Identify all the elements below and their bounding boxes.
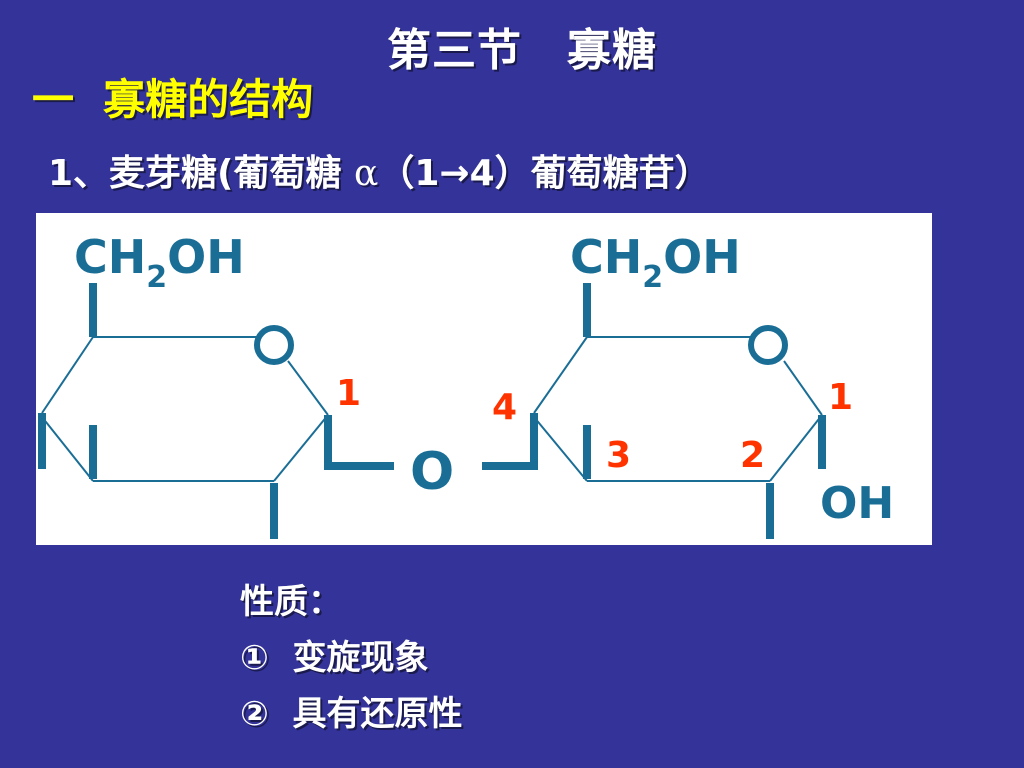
left-ch-text: CH bbox=[74, 230, 146, 284]
left-ring-bonds bbox=[38, 283, 394, 539]
left-oh-text: OH bbox=[167, 230, 245, 284]
left-ring-oxygen bbox=[254, 325, 294, 365]
right-subscript-2: 2 bbox=[642, 260, 663, 295]
anomeric-oh-label: OH bbox=[820, 478, 894, 529]
right-carbon-4-label: 4 bbox=[492, 387, 517, 428]
left-c4-c3-bond bbox=[41, 416, 94, 482]
right-ch-text: CH bbox=[570, 230, 642, 284]
alpha-symbol: α bbox=[354, 153, 379, 194]
left-subscript-2: 2 bbox=[146, 260, 167, 295]
right-carbon-1-label: 1 bbox=[828, 377, 853, 418]
right-ring-bonds bbox=[482, 283, 826, 539]
right-c4-c3-bond bbox=[533, 416, 588, 482]
right-ch2oh-label: CH2OH bbox=[570, 230, 741, 295]
right-carbon-2-label: 2 bbox=[740, 435, 765, 476]
glycosidic-oxygen-label: O bbox=[410, 442, 454, 502]
right-c2-c1-bond bbox=[769, 414, 823, 482]
left-ch2oh-label: CH2OH bbox=[74, 230, 245, 295]
maltose-definition-suffix: （1→4）葡萄糖苷） bbox=[378, 153, 711, 194]
left-c5-c4-bond bbox=[41, 336, 94, 414]
property-mutarotation: ① 变旋现象 bbox=[240, 638, 429, 678]
section-heading: 一 寡糖的结构 bbox=[32, 75, 314, 124]
left-carbon-1-label: 1 bbox=[336, 373, 361, 414]
maltose-definition-prefix: 1、麦芽糖(葡萄糖 bbox=[48, 153, 355, 194]
right-ring-oxygen bbox=[748, 325, 788, 365]
right-c5-c4-bond bbox=[533, 336, 588, 414]
left-o-c1-bond bbox=[287, 360, 329, 416]
property-reducing: ② 具有还原性 bbox=[240, 694, 463, 734]
maltose-structure-diagram: CH2OH 1 O CH2OH 4 3 2 1 OH bbox=[38, 230, 894, 539]
right-oh-text: OH bbox=[663, 230, 741, 284]
left-c2-c1-bond bbox=[273, 414, 329, 482]
maltose-definition: 1、麦芽糖(葡萄糖 α（1→4）葡萄糖苷） bbox=[48, 144, 711, 196]
right-o-c1-bond bbox=[783, 360, 823, 416]
maltose-structure-panel: CH2OH 1 O CH2OH 4 3 2 1 OH bbox=[36, 213, 932, 545]
right-carbon-3-label: 3 bbox=[606, 435, 631, 476]
slide-title: 第三节 寡糖 bbox=[387, 25, 657, 76]
properties-title: 性质： bbox=[240, 582, 342, 622]
